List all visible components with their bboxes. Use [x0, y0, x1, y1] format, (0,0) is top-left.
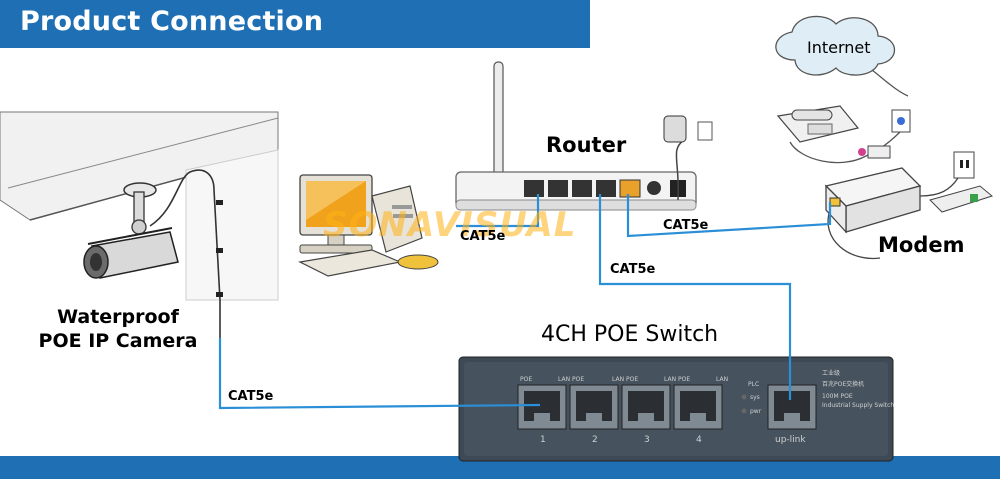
- port-number: 1: [540, 435, 546, 445]
- camera-label-line2: POE IP Camera: [38, 330, 198, 352]
- camera-cable: [149, 169, 221, 340]
- port-number: 3: [644, 435, 650, 445]
- svg-text:LAN: LAN: [716, 376, 728, 383]
- svg-text:POE: POE: [520, 376, 532, 383]
- cable-router-modem: [626, 194, 832, 238]
- cable-label-router-modem: CAT5e: [663, 218, 709, 233]
- brand-line-2: 百兆POE交换机: [822, 380, 864, 388]
- port-number: 4: [696, 435, 702, 445]
- brand-line-4: Industrial Supply Switch: [822, 402, 894, 409]
- svg-text:LAN POE: LAN POE: [612, 376, 638, 383]
- telephone: [776, 105, 860, 143]
- wall-jacks: [789, 109, 975, 179]
- router-label: Router: [546, 133, 627, 157]
- router-device: [455, 61, 713, 211]
- cable-label-computer-router: CAT5e: [460, 229, 506, 244]
- svg-text:LAN POE: LAN POE: [664, 376, 690, 383]
- switch-port-2: [569, 384, 619, 430]
- cable-computer-router: [456, 194, 540, 228]
- cable-label-camera-switch: CAT5e: [228, 389, 274, 404]
- indicator-sys: sys: [750, 394, 760, 401]
- cable-label-router-switch: CAT5e: [610, 262, 656, 277]
- watermark: SONAVISUAL: [323, 205, 577, 245]
- poe-switch: POE LAN POE LAN POE LAN POE LAN: [458, 356, 894, 462]
- switch-label: 4CH POE Switch: [541, 322, 719, 347]
- desktop-computer: [298, 174, 439, 277]
- switch-port-uplink: [767, 384, 817, 430]
- camera-illustration: [0, 111, 279, 340]
- cable-router-switch: [598, 194, 792, 400]
- svg-text:LAN POE: LAN POE: [558, 376, 584, 383]
- indicator-plc: PLC: [748, 381, 759, 388]
- internet-cloud: [775, 15, 909, 97]
- switch-port-3: [621, 384, 671, 430]
- camera-label-line1: Waterproof: [57, 306, 179, 328]
- camera-label: Waterproof POE IP Camera: [18, 305, 218, 353]
- indicator-pwr: pwr: [750, 408, 762, 415]
- cable-camera-switch: [218, 338, 541, 410]
- switch-port-1: [517, 384, 567, 430]
- modem-label: Modem: [878, 233, 965, 257]
- page-title: Product Connection: [20, 6, 324, 37]
- ip-camera: [83, 227, 179, 279]
- bottom-stripe: [0, 456, 1000, 479]
- switch-port-4: [673, 384, 723, 430]
- brand-line-1: 工业级: [822, 369, 840, 377]
- modem-device: [824, 167, 994, 260]
- cables: [218, 194, 832, 410]
- port-number: 2: [592, 435, 598, 445]
- uplink-label: up-link: [775, 435, 806, 445]
- internet-label: Internet: [807, 38, 871, 57]
- brand-line-3: 100M POE: [822, 393, 853, 400]
- wall: [185, 149, 279, 301]
- header-bar: Product Connection: [0, 0, 590, 48]
